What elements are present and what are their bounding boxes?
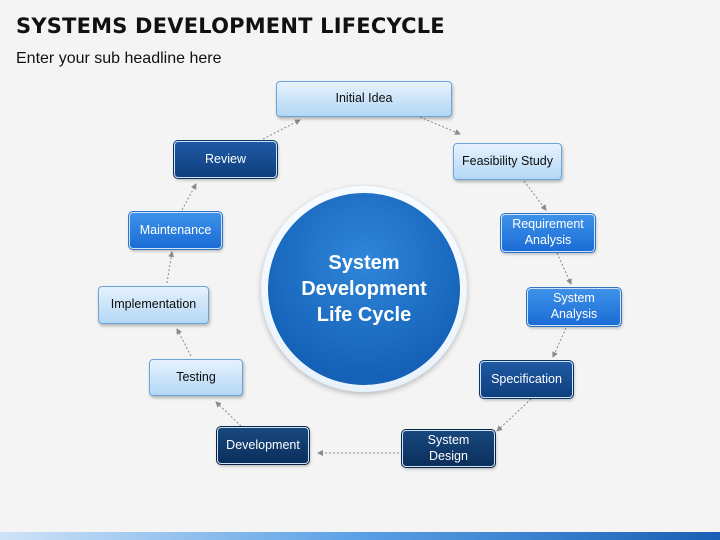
step-development: Development xyxy=(216,426,310,465)
arrow-review-to-initial xyxy=(262,119,301,140)
arrow-feasibility-to-requirement xyxy=(523,180,547,211)
slide-subtitle: Enter your sub headline here xyxy=(16,50,222,67)
step-specification: Specification xyxy=(479,360,574,399)
arrow-specification-to-design xyxy=(496,398,532,432)
step-feasibility-study: Feasibility Study xyxy=(453,143,562,180)
arrow-requirement-to-system-analysis xyxy=(556,252,572,285)
bottom-accent-bar xyxy=(0,532,720,540)
step-system-design: System Design xyxy=(401,429,496,468)
arrow-testing-to-implementation xyxy=(176,328,192,357)
arrow-development-to-testing xyxy=(215,401,242,427)
slide-title: SYSTEMS DEVELOPMENT LIFECYCLE xyxy=(16,14,445,38)
step-requirement-analysis: Requirement Analysis xyxy=(500,213,596,253)
step-implementation: Implementation xyxy=(98,286,209,324)
step-system-analysis: System Analysis xyxy=(526,287,622,327)
step-review: Review xyxy=(173,140,278,179)
arrow-initial-to-feasibility xyxy=(419,116,461,135)
arrow-system-analysis-to-specification xyxy=(552,327,567,358)
step-testing: Testing xyxy=(149,359,243,396)
center-circle: System Development Life Cycle xyxy=(268,193,460,385)
step-initial-idea: Initial Idea xyxy=(276,81,452,117)
arrow-implementation-to-maintenance xyxy=(166,251,175,284)
arrow-maintenance-to-review xyxy=(181,183,197,211)
step-maintenance: Maintenance xyxy=(128,211,223,250)
